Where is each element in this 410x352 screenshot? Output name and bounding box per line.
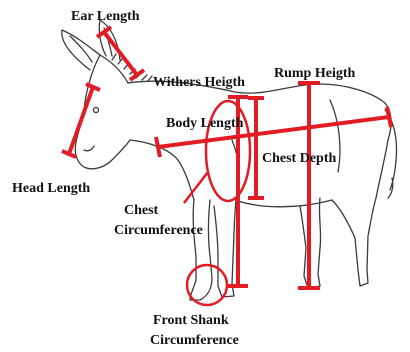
front-shank-label-2: Circumference [150, 333, 239, 348]
labels: Ear Length Withers Heigth Rump Heigth Bo… [12, 9, 356, 348]
rump-height-measure [298, 83, 320, 288]
chest-depth-label: Chest Depth [262, 151, 336, 166]
head-length-label: Head Length [12, 181, 90, 196]
withers-height-label: Withers Heigth [153, 75, 245, 90]
chest-circumference-label-1: Chest [124, 203, 159, 218]
chest-circumference-label-2: Circumference [114, 223, 203, 238]
front-shank-circle [187, 265, 227, 305]
body-length-label: Body Length [166, 116, 244, 131]
front-shank-label-1: Front Shank [153, 313, 229, 328]
body-length-measure [156, 107, 391, 157]
donkey-illustration [62, 20, 397, 300]
rump-height-label: Rump Heigth [274, 66, 356, 81]
ear-length-label: Ear Length [71, 9, 140, 24]
chest-circumference-pointer [184, 172, 208, 203]
